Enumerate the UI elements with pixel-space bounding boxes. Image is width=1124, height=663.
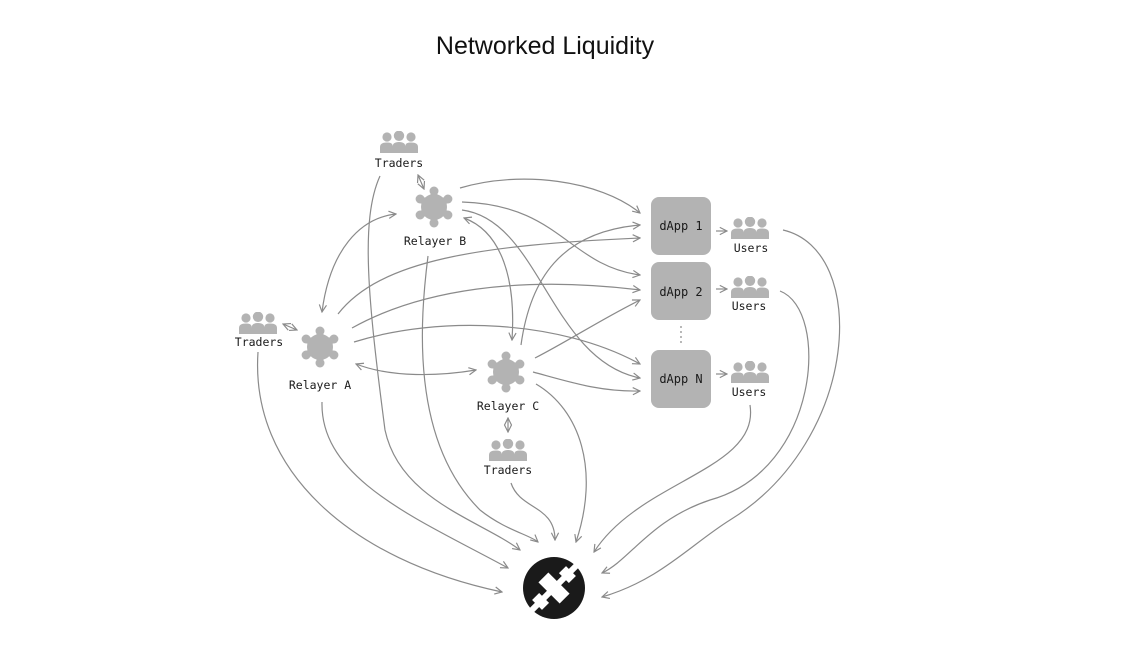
- edge-relayer-a-relayer-c: [356, 364, 476, 375]
- edge-relayer-a-protocol: [321, 401, 508, 568]
- users-group-2[interactable]: Users: [731, 276, 769, 313]
- users-group-1[interactable]: Users: [731, 217, 769, 255]
- relayer-a-label: Relayer A: [289, 378, 351, 392]
- edge-relayer-a-dapp-1: [337, 238, 640, 315]
- users-n-label: Users: [732, 385, 767, 399]
- dapp-2-box: [651, 262, 711, 320]
- relayer-c-node[interactable]: Relayer C: [477, 351, 539, 414]
- dapp-n-box: [651, 350, 711, 408]
- edge-relayer-c-dapp-n: [532, 371, 640, 391]
- edge-relayer-b-dapp-n: [461, 209, 640, 378]
- edge-relayer-b-dapp-1: [459, 178, 640, 213]
- traders-group-b[interactable]: Traders: [375, 131, 423, 170]
- diagram-title: Networked Liquidity: [435, 32, 655, 60]
- edge-users-n-protocol: [594, 404, 752, 552]
- edges-layer: [256, 175, 841, 597]
- edge-users-2-protocol: [602, 290, 810, 573]
- traders-b-label: Traders: [375, 156, 423, 170]
- edge-relayer-c-dapp-1: [520, 225, 640, 346]
- dapp-1-label: dApp 1: [659, 219, 702, 233]
- relayer-hub-icon: [415, 186, 453, 228]
- users-1-label: Users: [734, 241, 769, 255]
- protocol-node[interactable]: [519, 553, 588, 622]
- relayer-b-label: Relayer B: [404, 234, 466, 248]
- users-2-label: Users: [732, 299, 767, 313]
- dapp-1-node[interactable]: dApp 1: [651, 197, 711, 255]
- edge-traders-b-relayer-b: [418, 175, 424, 189]
- traders-group-a[interactable]: Traders: [235, 312, 283, 349]
- relayer-a-node[interactable]: Relayer A: [289, 326, 351, 393]
- users-group-n[interactable]: Users: [731, 361, 769, 399]
- relayer-c-label: Relayer C: [477, 399, 539, 413]
- dapp-n-node[interactable]: dApp N: [651, 350, 711, 408]
- traders-group-c[interactable]: Traders: [484, 439, 532, 477]
- edge-relayer-b-dapp-2: [461, 201, 640, 275]
- traders-a-label: Traders: [235, 335, 283, 349]
- dapp-2-label: dApp 2: [659, 285, 702, 299]
- edge-traders-c-protocol: [510, 482, 555, 540]
- edge-users-1-protocol: [602, 229, 841, 597]
- edge-relayer-a-dapp-2: [351, 283, 640, 329]
- traders-c-label: Traders: [484, 463, 532, 477]
- edge-traders-b-protocol: [367, 175, 520, 550]
- edge-relayer-c-protocol: [535, 383, 587, 542]
- relayer-hub-icon: [301, 326, 339, 368]
- relayer-hub-icon: [487, 351, 525, 393]
- edge-relayer-b-protocol: [421, 255, 538, 542]
- people-group-icon: [380, 131, 418, 153]
- people-group-icon: [731, 217, 769, 239]
- dapp-1-box: [651, 197, 711, 255]
- dapp-n-label: dApp N: [659, 372, 702, 386]
- dapp-2-node[interactable]: dApp 2: [651, 262, 711, 320]
- people-group-icon: [489, 439, 527, 461]
- 0x-protocol-logo-icon: [523, 557, 585, 619]
- people-group-icon: [731, 276, 769, 298]
- edge-relayer-c-dapp-2: [534, 300, 640, 359]
- edge-traders-a-protocol: [256, 351, 502, 592]
- people-group-icon: [239, 312, 277, 334]
- edge-relayer-b-relayer-c: [464, 218, 513, 340]
- edge-relayer-a-relayer-b: [322, 214, 396, 312]
- relayer-b-node[interactable]: Relayer B: [404, 186, 466, 249]
- edge-traders-a-relayer-a: [283, 324, 297, 330]
- edge-relayer-a-dapp-n: [353, 324, 640, 364]
- people-group-icon: [731, 361, 769, 383]
